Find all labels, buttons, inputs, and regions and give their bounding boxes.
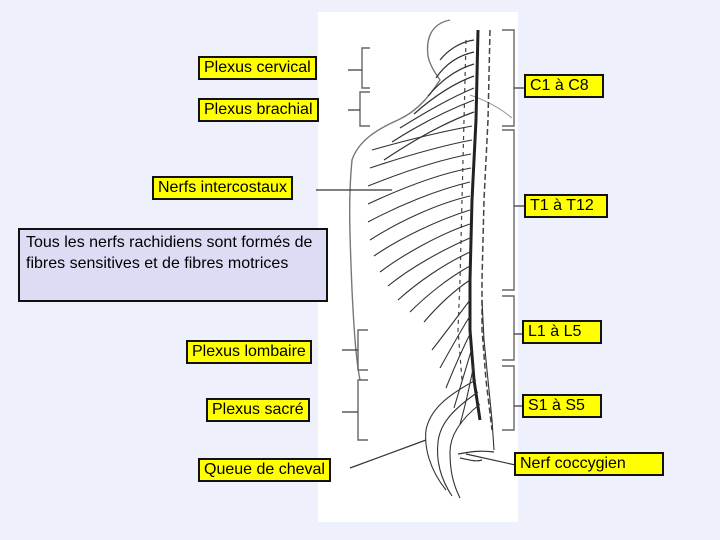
label-segments-thoracic: T1 à T12 [524,194,608,218]
intercostal-nerves [367,125,473,323]
cervical-segments-bracket [502,29,515,127]
cervical-plexus-bracket [361,47,370,89]
right-region-brackets [502,29,515,431]
lumbosacral-nerves [425,299,495,499]
left-region-brackets [357,47,370,441]
label-segments-cervical: C1 à C8 [524,74,604,98]
brachial-plexus-bracket [359,91,370,127]
note-nerfs-rachidiens: Tous les nerfs rachidiens sont formés de… [18,228,328,302]
thoracic-segments-bracket [502,129,515,291]
lumbar-plexus-bracket [357,329,368,371]
label-segments-sacral: S1 à S5 [522,394,602,418]
label-plexus-brachial: Plexus brachial [198,98,319,122]
label-nerf-coccygien: Nerf coccygien [514,452,664,476]
label-segments-lumbar: L1 à L5 [522,320,602,344]
sacral-plexus-bracket [357,379,368,441]
lumbar-segments-bracket [502,295,515,361]
leader-lines [316,69,526,469]
sacral-segments-bracket [502,365,515,431]
label-plexus-sacre: Plexus sacré [206,398,310,422]
label-plexus-lombaire: Plexus lombaire [186,340,312,364]
coccygeal-nerve-drawing [457,450,495,462]
cervical-brachial-nerves [383,39,475,161]
label-nerfs-intercostaux: Nerfs intercostaux [152,176,293,200]
label-plexus-cervical: Plexus cervical [198,56,317,80]
label-queue-de-cheval: Queue de cheval [198,458,331,482]
